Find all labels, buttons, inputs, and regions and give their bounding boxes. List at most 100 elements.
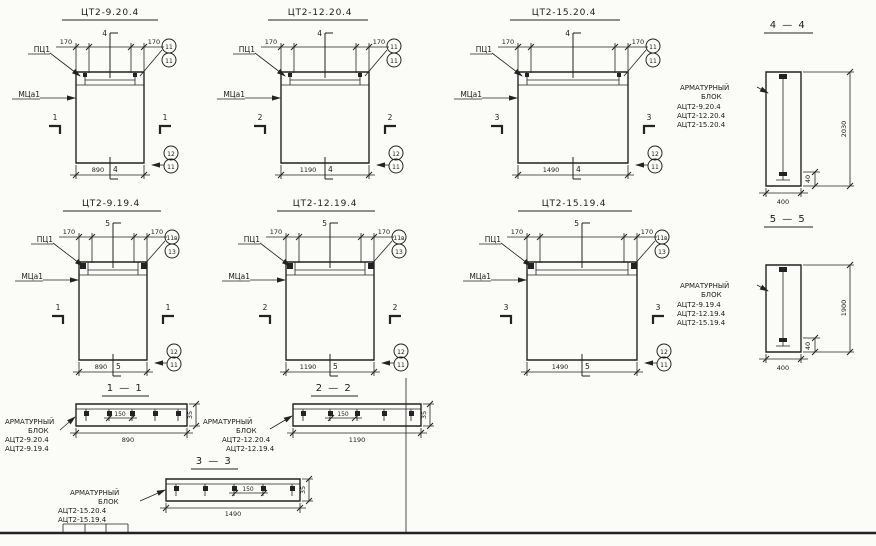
callout-circle xyxy=(388,145,404,161)
anchor-mark-left xyxy=(525,73,529,77)
section-mark-right-flag xyxy=(161,314,174,324)
cut-mark-bottom: 4 xyxy=(328,165,333,174)
dim-ticks xyxy=(811,168,819,190)
dim-height: 2030 xyxy=(840,121,848,138)
callout-number: 12 xyxy=(392,151,400,158)
section-mark-left-flag xyxy=(49,124,62,134)
section-mark-left: 2 xyxy=(263,303,268,312)
rebar-lines xyxy=(776,271,790,347)
section-mark-right: 1 xyxy=(163,113,168,122)
anchor-mark-right xyxy=(631,263,637,269)
callout-number: 13 xyxy=(395,249,403,256)
label-pc1: ПЦ1 xyxy=(244,235,260,244)
dim-ticks xyxy=(289,429,425,437)
label-block: БЛОК xyxy=(98,498,119,506)
dim-ticks xyxy=(811,334,819,356)
dim-170-left: 170 xyxy=(270,228,282,236)
dim-ticks xyxy=(277,171,373,179)
block-top-detail xyxy=(518,72,628,86)
dim-ticks xyxy=(105,414,136,422)
cut-mark-top-line xyxy=(572,32,581,78)
callout-number: 12 xyxy=(660,349,668,356)
section-title: 2 — 2 xyxy=(316,383,353,394)
view-title: ЦТ2-15.19.4 xyxy=(542,199,607,209)
section-view-2-2: 2 — 2 35 150 1190 АРМАТУРНЫЙ БЛОК АЦТ2-1… xyxy=(203,383,434,453)
section-view-5-5: 5 — 5 АРМАТУРНЫЙ БЛОК АЦТ2-9.19.4 АЦТ2-1… xyxy=(677,214,854,372)
label-mca1: МЦа1 xyxy=(228,272,250,281)
thickness-dim-lines xyxy=(189,403,200,427)
rebar-dot xyxy=(261,486,266,491)
dim-170-right: 170 xyxy=(632,38,644,46)
cut-mark-top: 4 xyxy=(102,29,107,38)
section-mark-left: 3 xyxy=(495,113,500,122)
cut-mark-bottom-line xyxy=(572,157,581,180)
cut-mark-top: 5 xyxy=(105,219,110,228)
callout-number: 11в xyxy=(393,235,405,242)
section-mark-right: 2 xyxy=(393,303,398,312)
cut-mark-bottom: 4 xyxy=(576,165,581,174)
label-mca1: МЦа1 xyxy=(18,90,40,99)
cut-mark-bottom-line xyxy=(581,354,590,377)
cut-mark-top: 5 xyxy=(322,219,327,228)
label-item: АЦТ2-9.19.4 xyxy=(677,301,721,309)
label-item: АЦТ2-12.19.4 xyxy=(226,445,275,453)
leader-pc1 xyxy=(491,52,523,77)
section-mark-left: 2 xyxy=(258,113,263,122)
callout-number: 11 xyxy=(390,44,398,51)
view-title: ЦТ2-15.20.4 xyxy=(532,8,597,18)
cut-mark-bottom-line xyxy=(112,354,121,377)
anchor-mark-right xyxy=(133,73,137,77)
label-leader xyxy=(269,415,293,430)
section-title: 3 — 3 xyxy=(196,456,233,467)
callout-circle xyxy=(386,52,402,68)
block-outline xyxy=(78,261,148,361)
section-mark-left-flag xyxy=(254,124,267,134)
callout-number: 11в xyxy=(656,235,668,242)
label-armature: АРМАТУРНЫЙ xyxy=(680,281,729,290)
rebar-dot xyxy=(328,411,333,416)
dim-ticks xyxy=(282,233,378,241)
section-mark-right-flag xyxy=(642,124,655,134)
block-outline xyxy=(285,261,375,361)
label-leader xyxy=(59,416,76,431)
dim-lip: 40 xyxy=(804,342,812,350)
lip-dim-lines xyxy=(803,171,820,186)
dim-ticks xyxy=(231,489,268,497)
view-title: ЦТ2-12.20.4 xyxy=(288,8,353,18)
label-leader xyxy=(139,489,166,502)
dim-width: 1490 xyxy=(552,363,569,371)
section-mark-right: 3 xyxy=(647,113,652,122)
dim-ticks xyxy=(72,43,148,51)
label-item: АЦТ2-15.20.4 xyxy=(677,121,726,129)
block-top-detail xyxy=(79,262,147,276)
cut-mark-top: 4 xyxy=(317,29,322,38)
label-armature: АРМАТУРНЫЙ xyxy=(203,417,252,426)
dim-ticks xyxy=(762,189,805,197)
dim-170-right: 170 xyxy=(378,228,390,236)
cut-mark-bottom: 5 xyxy=(333,362,338,371)
label-item: АЦТ2-12.20.4 xyxy=(677,112,726,120)
dim-170-left: 170 xyxy=(63,228,75,236)
callout-circle xyxy=(647,145,663,161)
label-mca1: МЦа1 xyxy=(21,272,43,281)
height-dim-lines xyxy=(803,264,854,353)
section-outline xyxy=(765,264,802,353)
section-view-1-1: 1 — 1 35 150 890 АРМАТУРНЫЙ БЛОК АЦТ2-9.… xyxy=(5,383,200,453)
anchor-mark-right xyxy=(141,263,147,269)
callout-circle xyxy=(161,52,177,68)
section-mark-right: 2 xyxy=(388,113,393,122)
dim-width: 890 xyxy=(95,363,107,371)
rebar-dot xyxy=(355,411,360,416)
callout-number: 12 xyxy=(651,151,659,158)
anchor-mark-right xyxy=(358,73,362,77)
callout-number: 11 xyxy=(651,164,659,171)
dim-170-right: 170 xyxy=(148,38,160,46)
callout-number: 11 xyxy=(165,58,173,65)
section-title: 5 — 5 xyxy=(770,214,807,225)
callout-circle xyxy=(393,356,409,372)
label-armature: АРМАТУРНЫЙ xyxy=(70,488,119,497)
dim-ticks xyxy=(846,261,854,356)
label-block: БЛОК xyxy=(701,291,722,299)
